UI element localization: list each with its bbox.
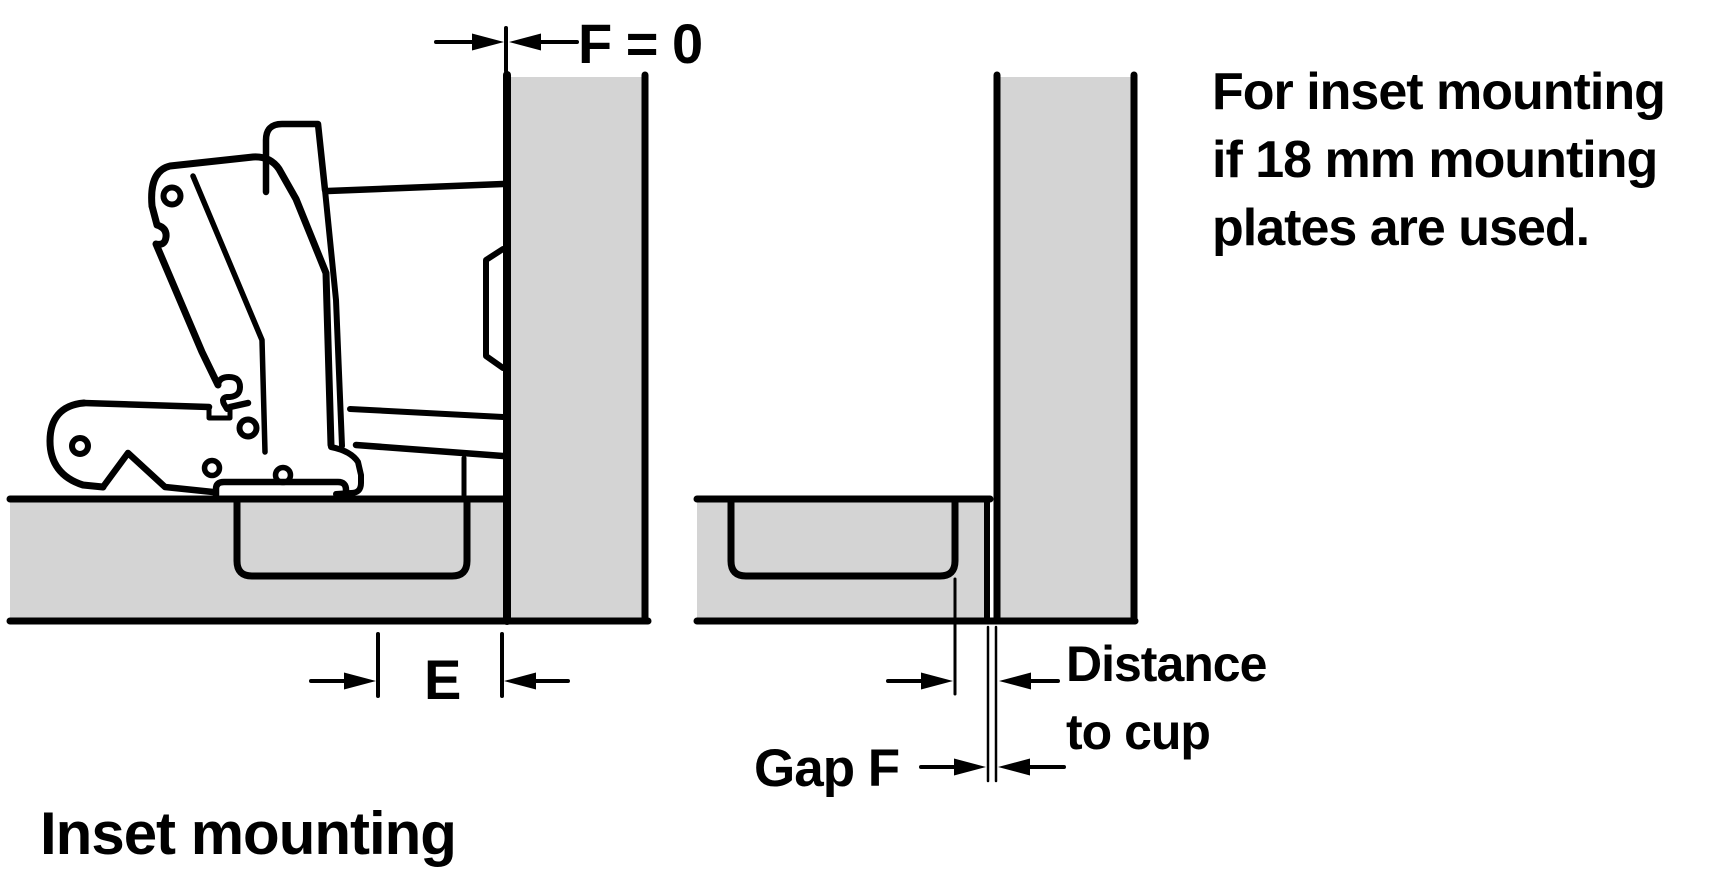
left-side-panel (511, 77, 643, 621)
left-diagram (6, 26, 652, 698)
right-door-slab (697, 500, 984, 620)
note-line1: For inset mounting (1212, 63, 1666, 121)
dimension-distance-to-cup (886, 672, 1060, 690)
figure-title: Inset mounting (40, 800, 457, 867)
note-line2: if 18 mm mounting (1212, 131, 1658, 189)
dimension-e (309, 632, 570, 698)
front-gap-label: F = 0 (578, 12, 703, 75)
cup-screw-hole (69, 435, 91, 457)
hinge-drawing (46, 120, 507, 499)
distance-to-cup-line2: to cup (1066, 704, 1211, 760)
cup-screw-hole (201, 457, 223, 479)
left-door-slab (10, 500, 503, 620)
right-diagram (693, 71, 1139, 783)
extension-lines (953, 577, 998, 783)
arm-screw-hole (160, 184, 184, 208)
note-line3: plates are used. (1212, 199, 1590, 257)
distance-to-cup-label: Distance to cup (1066, 630, 1267, 766)
dimension-f0 (434, 26, 579, 73)
dimension-gap-f (919, 758, 1066, 776)
right-cup-recess (727, 496, 959, 580)
right-side-panel (1000, 77, 1131, 621)
edge-distance-label: E (424, 648, 461, 711)
gap-f-label: Gap F (754, 739, 900, 798)
left-cup-recess (233, 496, 471, 580)
distance-to-cup-line1: Distance (1066, 636, 1267, 692)
cup-screw-hole (236, 416, 260, 440)
note-text: For inset mounting if 18 mm mounting pla… (1212, 58, 1666, 262)
